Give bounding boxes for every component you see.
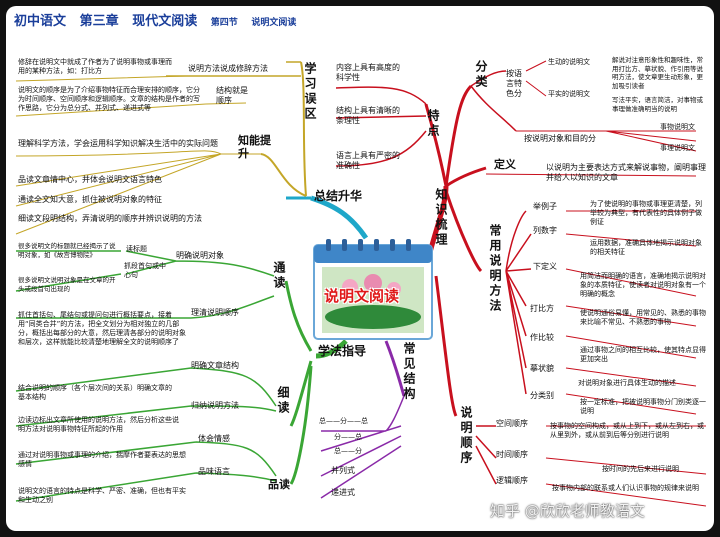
node-by-object: 按说明对象和目的分 bbox=[524, 134, 596, 143]
page-title: 初中语文 第三章 现代文阅读 第四节 说明文阅读 bbox=[14, 10, 304, 29]
node-definition: 定义 bbox=[494, 158, 516, 171]
node-savor-read: 品读 bbox=[268, 478, 290, 491]
skim-note-title: 很多说明文的标题就已经揭示了说明对象，如《故宫博物院》 bbox=[18, 242, 116, 259]
type-vivid: 生动的说明文 bbox=[548, 58, 590, 66]
title-section: 第四节 bbox=[210, 18, 238, 28]
note-rhetoric: 修辞在说明文中就成了作者为了说明事物或事理而用的某种方法，如：打比方 bbox=[18, 58, 172, 75]
title-subject: 初中语文 bbox=[14, 14, 67, 29]
node-learning-mistakes: 学习误区 bbox=[303, 62, 317, 122]
ability-item-4: 细读文段明结构，弄清说明的顺序并辨识说明的方法 bbox=[18, 214, 202, 223]
feature-orderly: 结构上具有清晰的条理性 bbox=[336, 106, 400, 125]
structure-clear: 明确文章结构 bbox=[191, 361, 239, 370]
type-vivid-desc: 解说对注意形象性和趣味性，常用打比方、摹状貌、作引用等说明方法，使文章更生动形象… bbox=[612, 56, 703, 90]
induce-note: 边读边标出文章所使用的说明方法，然后分析这些说明方法对说明事物特征所起的作用 bbox=[18, 416, 179, 433]
branch-lines bbox=[15, 60, 707, 507]
node-common-methods: 常用说明方法 bbox=[488, 224, 502, 314]
type-things: 事物说明文 bbox=[660, 123, 695, 131]
note-structure-order: 结构就是顺序 bbox=[216, 86, 248, 105]
feature-scientific: 内容上具有高度的科学性 bbox=[336, 63, 400, 82]
watermark: 知乎 @欣欣老师教语文 bbox=[490, 502, 645, 520]
order-time: 时间顺序 bbox=[496, 450, 528, 459]
node-explain-order: 说明顺序 bbox=[459, 406, 473, 466]
type-plain: 平实的说明文 bbox=[548, 90, 590, 98]
method-compare: 作比较 bbox=[530, 333, 554, 342]
skim-topic-sentence: 抓段首句或中心句 bbox=[124, 262, 166, 279]
ability-item-2: 品读文章情中心，并体会说明文语言特色 bbox=[18, 175, 162, 184]
center-calendar-node: 说明文阅读 bbox=[310, 237, 436, 341]
node-common-structures: 常见结构 bbox=[402, 342, 416, 402]
center-title: 说明文阅读 bbox=[324, 287, 400, 305]
ability-item-1: 理解科学方法，学会运用科学知识解决生活中的实际问题 bbox=[18, 139, 218, 148]
skim-target: 明确说明对象 bbox=[176, 251, 224, 260]
type-reasoning: 事理说明文 bbox=[660, 144, 695, 152]
node-skim: 通读 bbox=[272, 261, 286, 291]
order-space: 空间顺序 bbox=[496, 419, 528, 428]
method-numbers: 列数字 bbox=[533, 226, 557, 235]
method-example: 举例子 bbox=[533, 202, 557, 211]
note-order-explain: 说明文的顺序是为了介绍事物特征而合理安排的顺序，它分为时间顺序、空间顺序和逻辑顺… bbox=[18, 86, 200, 112]
title-topic: 说明文阅读 bbox=[251, 18, 297, 28]
method-describe-desc: 对说明对象进行具体生动的描述 bbox=[578, 379, 676, 387]
language-note: 说明文的语言的特点是科学、严密、准确，但也有平实和生动之别 bbox=[18, 487, 186, 504]
induce-methods: 归纳说明方法 bbox=[191, 401, 239, 410]
feeling-note: 通过对说明事物或事理的介绍，揣摩作者要表达的思想感情 bbox=[18, 451, 186, 468]
method-classify: 分类别 bbox=[530, 391, 554, 400]
language-node: 品味语言 bbox=[198, 467, 230, 476]
structure-zfz: 总——分——总 bbox=[319, 417, 368, 425]
structure-zf: 总——分 bbox=[334, 447, 362, 455]
method-metaphor: 打比方 bbox=[530, 304, 554, 313]
node-classification: 分类 bbox=[474, 60, 488, 90]
title-unit: 现代文阅读 bbox=[132, 14, 198, 29]
method-example-desc: 为了使说明的事物或事理更清楚，列举较为典型，有代表性的具体例子做例证 bbox=[590, 200, 702, 226]
node-ability-improve: 知能提升 bbox=[238, 134, 271, 160]
type-plain-desc: 写法平实，语言简洁，对事物或事理做准确明当的说明 bbox=[612, 96, 703, 113]
order-logic: 逻辑顺序 bbox=[496, 476, 528, 485]
branch-method: 学法指导 bbox=[318, 344, 367, 358]
method-metaphor-desc: 使说明通俗易懂，用常见的、熟悉的事物来比喻不常见、不熟悉的事物 bbox=[580, 309, 706, 326]
node-features: 特点 bbox=[426, 109, 440, 139]
branch-knowledge: 知识梳理 bbox=[434, 188, 448, 248]
structure-note: 结合说明的顺序（各个层次间的关系）明确文章的基本结构 bbox=[18, 384, 172, 401]
definition-text: 以说明为主要表达方式来解说事物，阐明事理并给人以知识的文章 bbox=[546, 163, 706, 182]
structure-fz: 分——总 bbox=[334, 433, 362, 441]
method-definition-desc: 用简洁而明确的语言，准确地揭示说明对象的本质特征，使读者对说明对象有一个明确的概… bbox=[580, 272, 706, 298]
method-numbers-desc: 运用数据，准确具体地揭示说明对象的相关特征 bbox=[590, 239, 702, 256]
branch-summary: 总结升华 bbox=[314, 189, 363, 203]
structure-parallel: 并列式 bbox=[331, 466, 355, 475]
calendar-icon bbox=[313, 239, 433, 340]
order-clear-note: 抓住首括句、尾结句或提问句进行概括要点，接着用“同类合并”的方法，把全文划分为相… bbox=[18, 311, 186, 346]
title-chapter: 第三章 bbox=[79, 14, 119, 29]
mindmap-canvas: 初中语文 第三章 现代文阅读 第四节 说明文阅读 说明文阅读 总结升华 知识梳理… bbox=[6, 6, 714, 531]
method-describe: 摹状貌 bbox=[530, 364, 554, 373]
note-method-vs-rhetoric: 说明方法说成修辞方法 bbox=[188, 64, 268, 73]
skim-note-opening: 很多说明文说明对象是在文章的开头或段首句出现的 bbox=[18, 276, 116, 293]
method-classify-desc: 按一定标准，把被说明事物分门别类逐一说明 bbox=[580, 398, 706, 415]
order-clear: 理清说明顺序 bbox=[191, 308, 239, 317]
ability-item-3: 通读全文知大意，抓住被说明对象的特征 bbox=[18, 195, 162, 204]
order-logic-desc: 按事物内部的联系或人们认识事物的规律来说明 bbox=[552, 484, 699, 492]
method-definition: 下定义 bbox=[533, 262, 557, 271]
feeling-node: 体会情感 bbox=[198, 434, 230, 443]
node-by-language: 按语言特色分 bbox=[506, 69, 522, 98]
method-compare-desc: 通过事物之间的相互比较，使其特点显得更加突出 bbox=[580, 346, 706, 363]
node-close-read: 细读 bbox=[276, 386, 290, 416]
skim-read-title: 读标题 bbox=[126, 245, 147, 253]
order-time-desc: 按时间的先后来进行说明 bbox=[602, 465, 679, 473]
structure-progressive: 递进式 bbox=[331, 488, 355, 497]
order-space-desc: 按事物的空间构成，或从上到下，或从左到右，或从里到外，或从前到后等分别进行说明 bbox=[550, 422, 704, 439]
feature-accurate: 语言上具有严密的准确性 bbox=[336, 151, 400, 170]
